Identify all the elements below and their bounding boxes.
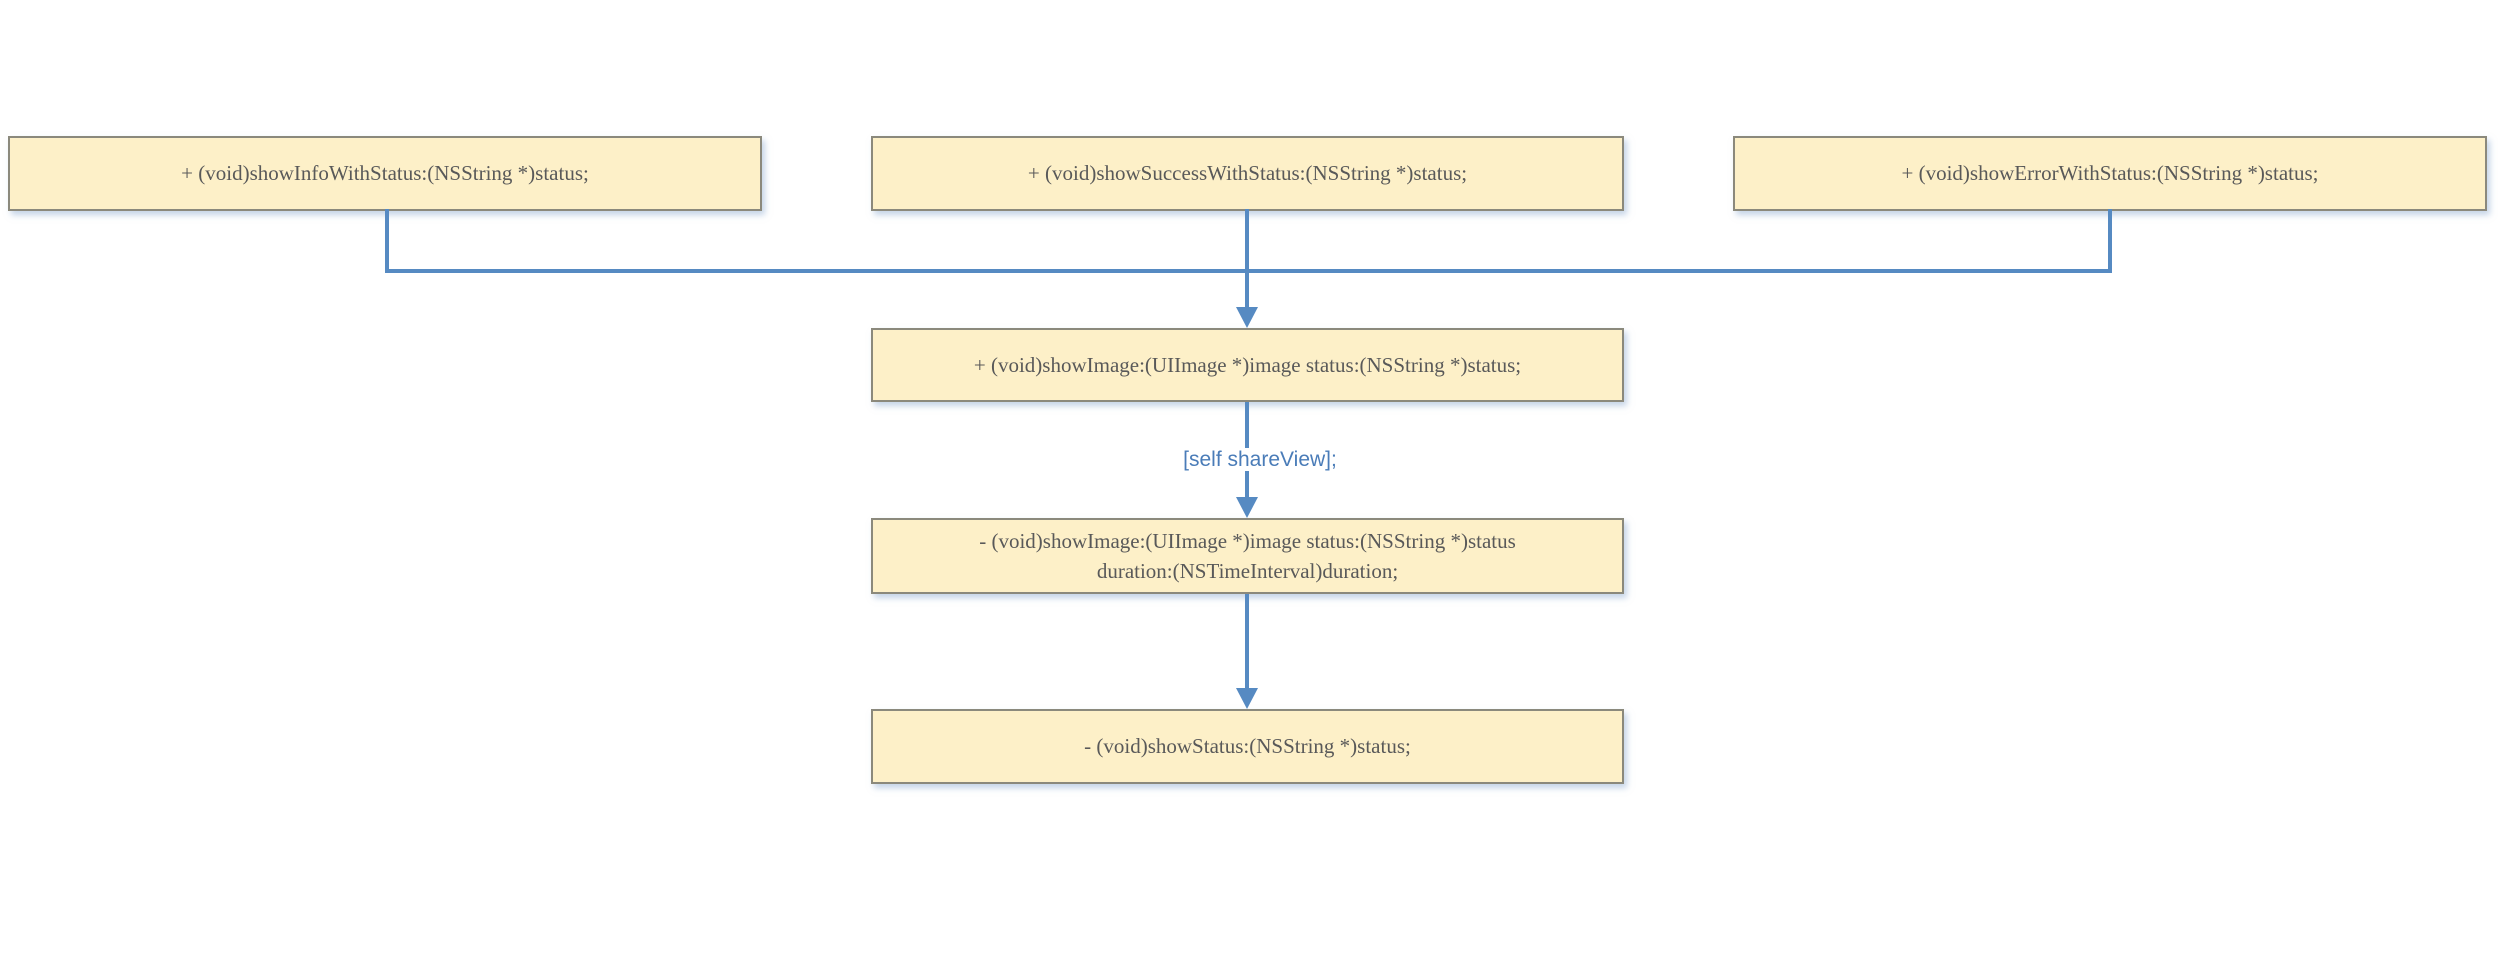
edge-label-share-view: [self shareView]; bbox=[1175, 448, 1345, 472]
node-show-success: + (void)showSuccessWithStatus:(NSString … bbox=[871, 136, 1624, 211]
node-show-image: + (void)showImage:(UIImage *)image statu… bbox=[871, 328, 1624, 402]
node-show-image-duration: - (void)showImage:(UIImage *)image statu… bbox=[871, 518, 1624, 594]
connector-to-show-image bbox=[1245, 209, 1249, 308]
connector-stub-right bbox=[2108, 209, 2112, 273]
connector-stub-left bbox=[385, 209, 389, 273]
arrow-down-icon bbox=[1236, 688, 1258, 709]
node-show-status-label: - (void)showStatus:(NSString *)status; bbox=[1084, 734, 1411, 759]
connector-to-show-status bbox=[1245, 594, 1249, 688]
node-show-image-label: + (void)showImage:(UIImage *)image statu… bbox=[973, 352, 1522, 377]
node-show-error: + (void)showErrorWithStatus:(NSString *)… bbox=[1733, 136, 2487, 211]
node-show-image-duration-line2: duration:(NSTimeInterval)duration; bbox=[1096, 559, 1399, 583]
arrow-down-icon bbox=[1236, 497, 1258, 518]
node-show-status: - (void)showStatus:(NSString *)status; bbox=[871, 709, 1624, 784]
node-show-info: + (void)showInfoWithStatus:(NSString *)s… bbox=[8, 136, 762, 211]
node-show-info-label: + (void)showInfoWithStatus:(NSString *)s… bbox=[181, 161, 589, 186]
node-show-image-duration-line1: - (void)showImage:(UIImage *)image statu… bbox=[979, 528, 1516, 553]
node-show-error-label: + (void)showErrorWithStatus:(NSString *)… bbox=[1901, 161, 2319, 186]
arrow-down-icon bbox=[1236, 307, 1258, 328]
node-show-success-label: + (void)showSuccessWithStatus:(NSString … bbox=[1027, 161, 1468, 186]
